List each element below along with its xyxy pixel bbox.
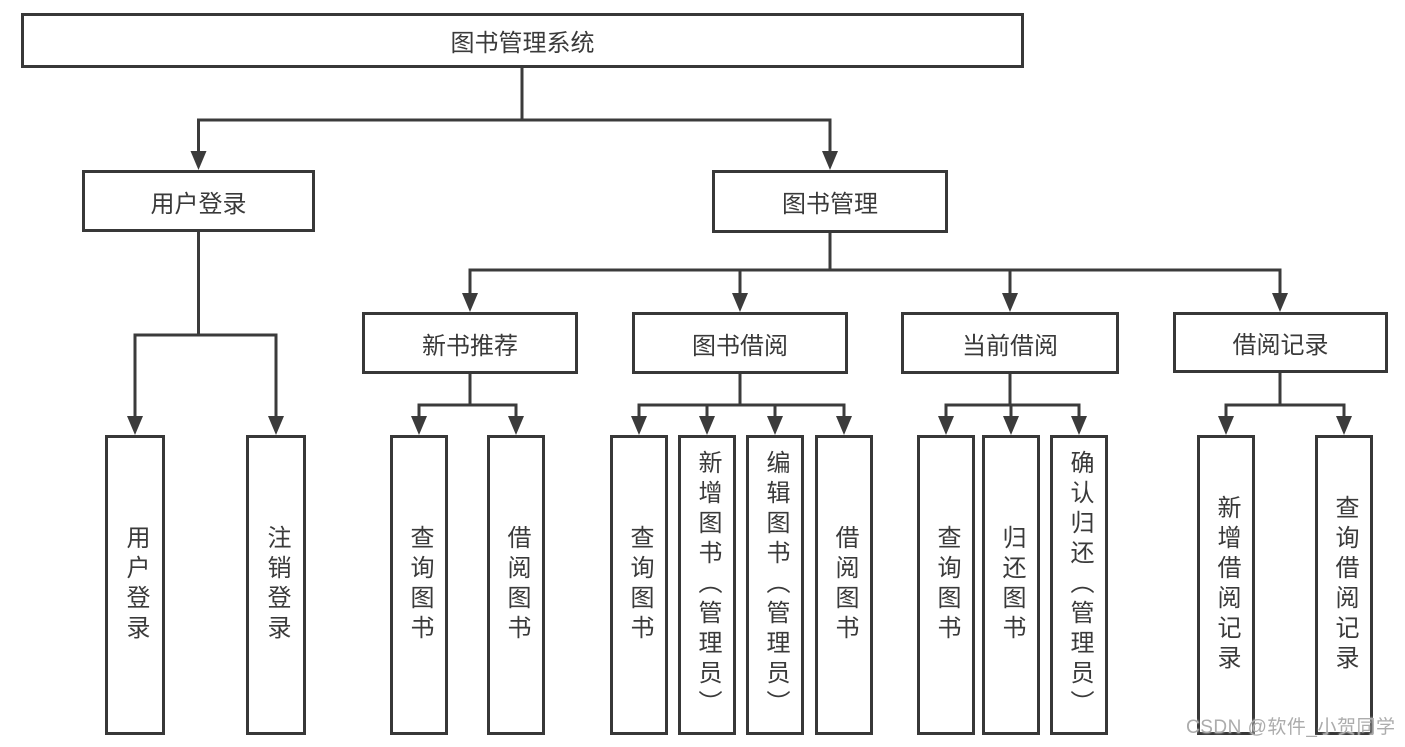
leaf-query-borrow-record: 查询借阅记录: [1315, 435, 1373, 735]
csdn-watermark: CSDN @软件_小贺同学: [1186, 717, 1396, 738]
leaf-label: 查询图书: [626, 525, 653, 645]
leaf-user-login: 用户登录: [105, 435, 165, 735]
node-label: 当前借阅: [962, 332, 1058, 360]
leaf-current-query-books: 查询图书: [917, 435, 975, 735]
leaf-newbook-query-books: 查询图书: [390, 435, 448, 735]
leaf-add-books-admin: 新增图书（管理员）: [678, 435, 736, 735]
leaf-newbook-borrow-books: 借阅图书: [487, 435, 545, 735]
node-label: 用户登录: [150, 190, 247, 218]
leaf-return-books: 归还图书: [982, 435, 1040, 735]
node-library-management-system: 图书管理系统: [21, 13, 1024, 68]
leaf-confirm-return-admin: 确认归还（管理员）: [1050, 435, 1108, 735]
node-label: 图书管理: [782, 191, 878, 218]
leaf-borrowing-borrow-books: 借阅图书: [815, 435, 873, 735]
leaf-label: 查询借阅记录: [1331, 495, 1358, 675]
leaf-label: 用户登录: [122, 525, 149, 645]
leaf-label: 注销登录: [263, 525, 290, 645]
node-current-borrowing: 当前借阅: [901, 312, 1119, 374]
leaf-label: 新增借阅记录: [1213, 495, 1240, 675]
leaf-label: 借阅图书: [503, 525, 530, 645]
leaf-logout: 注销登录: [246, 435, 306, 735]
leaf-add-borrow-record: 新增借阅记录: [1197, 435, 1255, 735]
leaf-label: 新增图书（管理员）: [694, 450, 721, 720]
node-label: 新书推荐: [422, 332, 518, 360]
node-label: 借阅记录: [1232, 332, 1329, 359]
node-user-login: 用户登录: [82, 170, 315, 232]
leaf-label: 借阅图书: [831, 525, 858, 645]
leaf-label: 查询图书: [933, 525, 960, 645]
node-book-management: 图书管理: [712, 170, 948, 233]
leaf-label: 确认归还（管理员）: [1066, 450, 1093, 720]
node-label: 图书借阅: [692, 332, 788, 360]
node-borrowing-records: 借阅记录: [1173, 312, 1388, 373]
leaf-label: 编辑图书（管理员）: [762, 450, 789, 720]
leaf-label: 查询图书: [406, 525, 433, 645]
node-new-book-recommend: 新书推荐: [362, 312, 578, 374]
node-label: 图书管理系统: [450, 30, 595, 57]
leaf-edit-books-admin: 编辑图书（管理员）: [746, 435, 804, 735]
leaf-label: 归还图书: [998, 525, 1025, 645]
leaf-borrowing-query-books: 查询图书: [610, 435, 668, 735]
node-book-borrowing: 图书借阅: [632, 312, 848, 374]
